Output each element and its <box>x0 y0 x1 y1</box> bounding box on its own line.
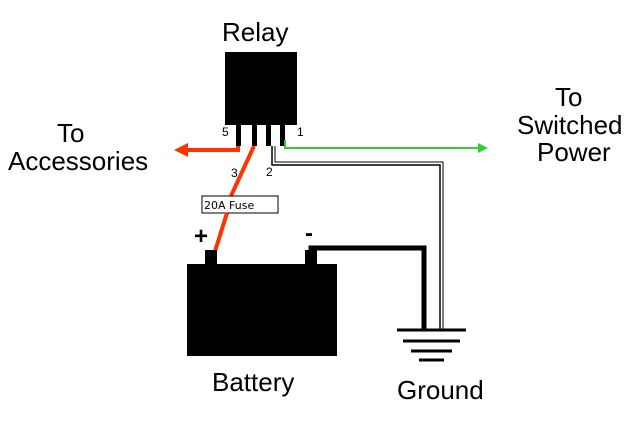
relay-pin-5 <box>236 124 241 146</box>
to-accessories-line1: To <box>57 118 84 148</box>
switched-power-arrow <box>478 143 488 153</box>
battery-body <box>187 264 337 356</box>
to-switched-power-line3: Power <box>537 137 611 167</box>
ground-label: Ground <box>397 375 484 405</box>
pin-1-label: 1 <box>297 125 304 139</box>
positive-sign: + <box>194 223 208 250</box>
to-accessories-line2: Accessories <box>8 146 148 176</box>
battery-positive-terminal <box>205 250 217 266</box>
pin-2-label: 2 <box>266 165 273 179</box>
accessories-arrow <box>174 143 188 157</box>
fuse-label: 20A Fuse <box>204 199 254 212</box>
battery-ground-wire <box>308 245 427 330</box>
ground-wire-relay-inner <box>274 146 444 330</box>
accessories-wire <box>188 146 240 152</box>
relay-body <box>225 52 297 125</box>
relay-pin-2 <box>266 124 271 146</box>
relay-pin-1 <box>280 124 285 146</box>
fuse-body <box>201 195 279 214</box>
relay-pin-3 <box>252 124 257 146</box>
battery-label: Battery <box>212 367 294 397</box>
ground-wire-relay <box>271 146 441 330</box>
pin-3-label: 3 <box>231 166 238 180</box>
battery-negative-terminal <box>305 250 317 266</box>
switched-power-wire <box>284 140 478 149</box>
power-wire-upper <box>229 145 256 197</box>
to-switched-power-line2: Switched <box>517 110 623 140</box>
negative-sign: - <box>305 220 313 247</box>
pin-5-label: 5 <box>222 125 229 139</box>
relay-title: Relay <box>222 17 288 47</box>
to-switched-power-line1: To <box>555 82 582 112</box>
